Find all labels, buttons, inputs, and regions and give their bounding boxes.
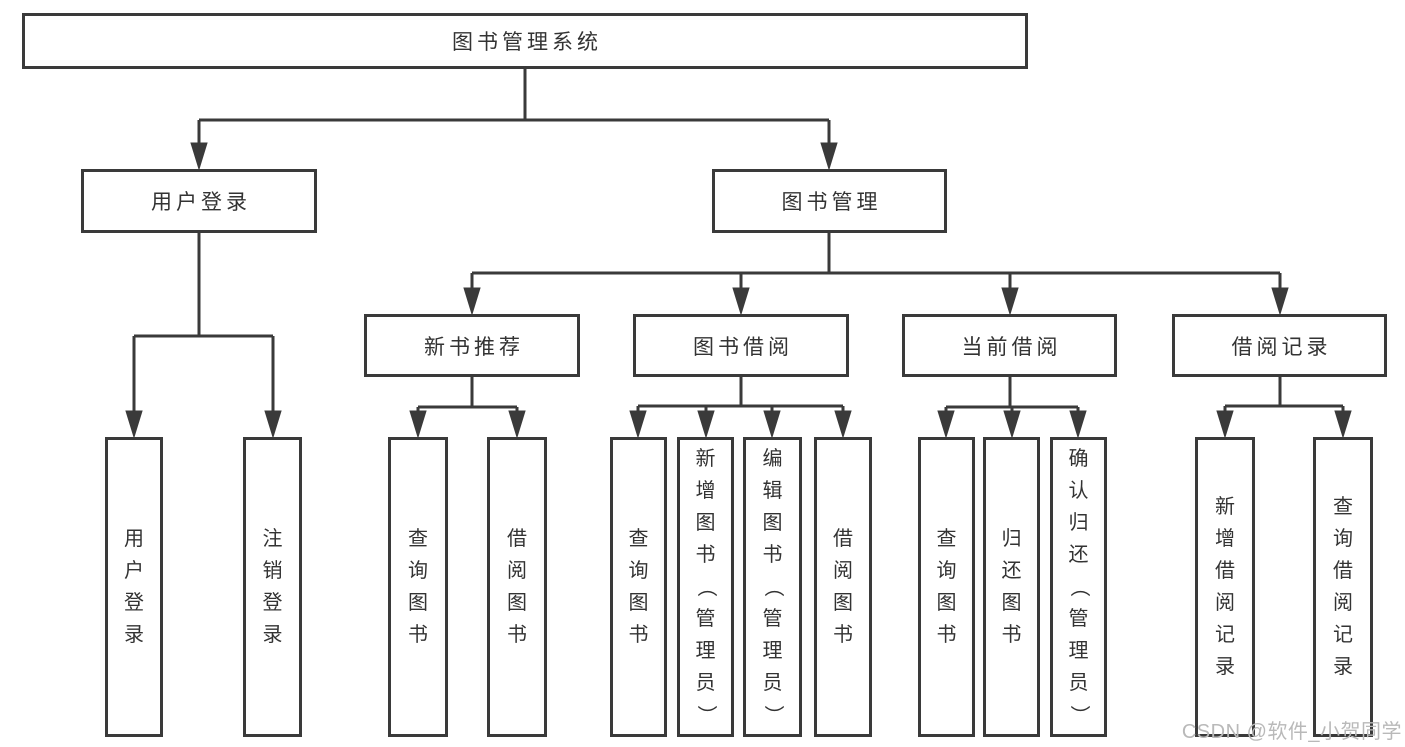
node-label: 图书管理系统 <box>452 31 602 54</box>
node-add-book-admin: 新增图书（管理员） <box>677 437 734 737</box>
node-label: 确认归还（管理员） <box>1067 448 1090 725</box>
node-label: 编辑图书（管理员） <box>761 448 784 725</box>
node-borrow-query-book: 查询图书 <box>610 437 667 737</box>
node-confirm-return-admin: 确认归还（管理员） <box>1050 437 1107 737</box>
node-label: 图书管理 <box>781 191 882 214</box>
node-current-query-book: 查询图书 <box>918 437 975 737</box>
node-label: 新增图书（管理员） <box>694 448 717 725</box>
node-label: 借阅记录 <box>1231 335 1332 359</box>
node-borrow-records: 借阅记录 <box>1172 314 1387 377</box>
node-book-management: 图书管理 <box>712 169 947 233</box>
connector-root-to-level2 <box>190 69 838 171</box>
connector-borrow-records-children <box>1216 377 1352 439</box>
connector-user-login-children <box>125 233 282 439</box>
node-current-borrow: 当前借阅 <box>902 314 1117 377</box>
node-label: 用户登录 <box>124 528 144 646</box>
csdn-watermark: CSDN @软件_小贺同学 <box>1181 721 1402 743</box>
node-label: 查询图书 <box>408 528 428 646</box>
connector-current-borrow-children <box>937 377 1087 439</box>
node-label: 借阅图书 <box>833 528 853 646</box>
node-label: 新书推荐 <box>424 335 524 359</box>
node-label: 用户登录 <box>151 191 251 214</box>
node-label: 当前借阅 <box>961 335 1062 359</box>
node-label: 图书借阅 <box>693 335 793 359</box>
node-new-book-recommend: 新书推荐 <box>364 314 580 377</box>
node-borrow-book: 借阅图书 <box>814 437 872 737</box>
node-label: 归还图书 <box>1001 528 1022 646</box>
node-book-management-system: 图书管理系统 <box>22 13 1028 69</box>
node-label: 查询图书 <box>936 528 957 646</box>
node-edit-book-admin: 编辑图书（管理员） <box>743 437 802 737</box>
node-label: 注销登录 <box>262 528 283 646</box>
node-return-book: 归还图书 <box>983 437 1040 737</box>
node-leaf-logout: 注销登录 <box>243 437 302 737</box>
node-label: 查询图书 <box>628 528 649 646</box>
node-label: 查询借阅记录 <box>1333 496 1353 678</box>
node-query-borrow-record: 查询借阅记录 <box>1313 437 1373 737</box>
connector-book-management-to-level3 <box>463 233 1289 316</box>
node-recommend-query-book: 查询图书 <box>388 437 448 737</box>
connector-book-borrow-children <box>629 377 852 439</box>
node-label: 新增借阅记录 <box>1215 496 1235 678</box>
connector-recommend-children <box>409 377 526 439</box>
node-add-borrow-record: 新增借阅记录 <box>1195 437 1255 737</box>
node-recommend-borrow-book: 借阅图书 <box>487 437 547 737</box>
node-book-borrow: 图书借阅 <box>633 314 849 377</box>
node-label: 借阅图书 <box>507 528 527 646</box>
node-user-login: 用户登录 <box>81 169 317 233</box>
node-leaf-user-login: 用户登录 <box>105 437 163 737</box>
